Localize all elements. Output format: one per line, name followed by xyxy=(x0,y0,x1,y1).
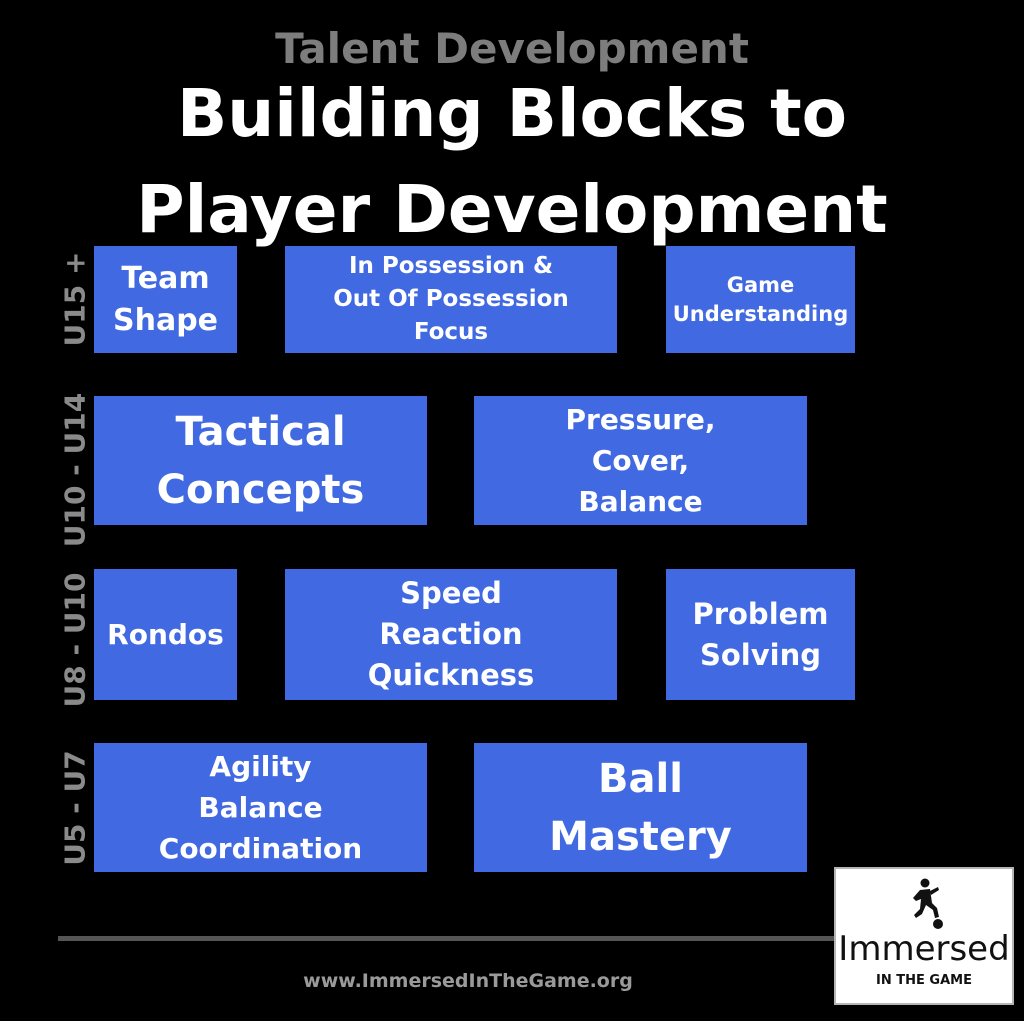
logo-tagline: IN THE GAME xyxy=(876,973,972,988)
block-possession-focus: In Possession & Out Of Possession Focus xyxy=(285,246,617,353)
block-pressure-cover-balance: Pressure, Cover, Balance xyxy=(474,396,807,525)
soccer-player-icon xyxy=(913,878,943,929)
row-label-u10-u14: U10 - U14 xyxy=(58,392,92,548)
subtitle: Talent Development xyxy=(275,24,749,73)
block-agility-balance-coordination: Agility Balance Coordination xyxy=(94,743,427,872)
logo: Immersed IN THE GAME xyxy=(834,867,1014,1005)
logo-name: Immersed xyxy=(838,929,1010,969)
row-label-u5-u7: U5 - U7 xyxy=(58,750,92,866)
block-ball-mastery: Ball Mastery xyxy=(474,743,807,872)
title-line-2: Player Development xyxy=(136,171,888,248)
divider-line xyxy=(58,936,838,941)
block-rondos: Rondos xyxy=(94,569,237,700)
block-problem-solving: Problem Solving xyxy=(666,569,855,700)
row-label-u8-u10: U8 - U10 xyxy=(58,572,92,708)
row-label-u15: U15 + xyxy=(58,251,92,347)
title-line-1: Building Blocks to xyxy=(176,75,848,152)
block-game-understanding: Game Understanding xyxy=(666,246,855,353)
website-url: www.ImmersedInTheGame.org xyxy=(303,970,633,992)
block-tactical-concepts: Tactical Concepts xyxy=(94,396,427,525)
block-team-shape: Team Shape xyxy=(94,246,237,353)
block-speed-reaction-quickness: Speed Reaction Quickness xyxy=(285,569,617,700)
